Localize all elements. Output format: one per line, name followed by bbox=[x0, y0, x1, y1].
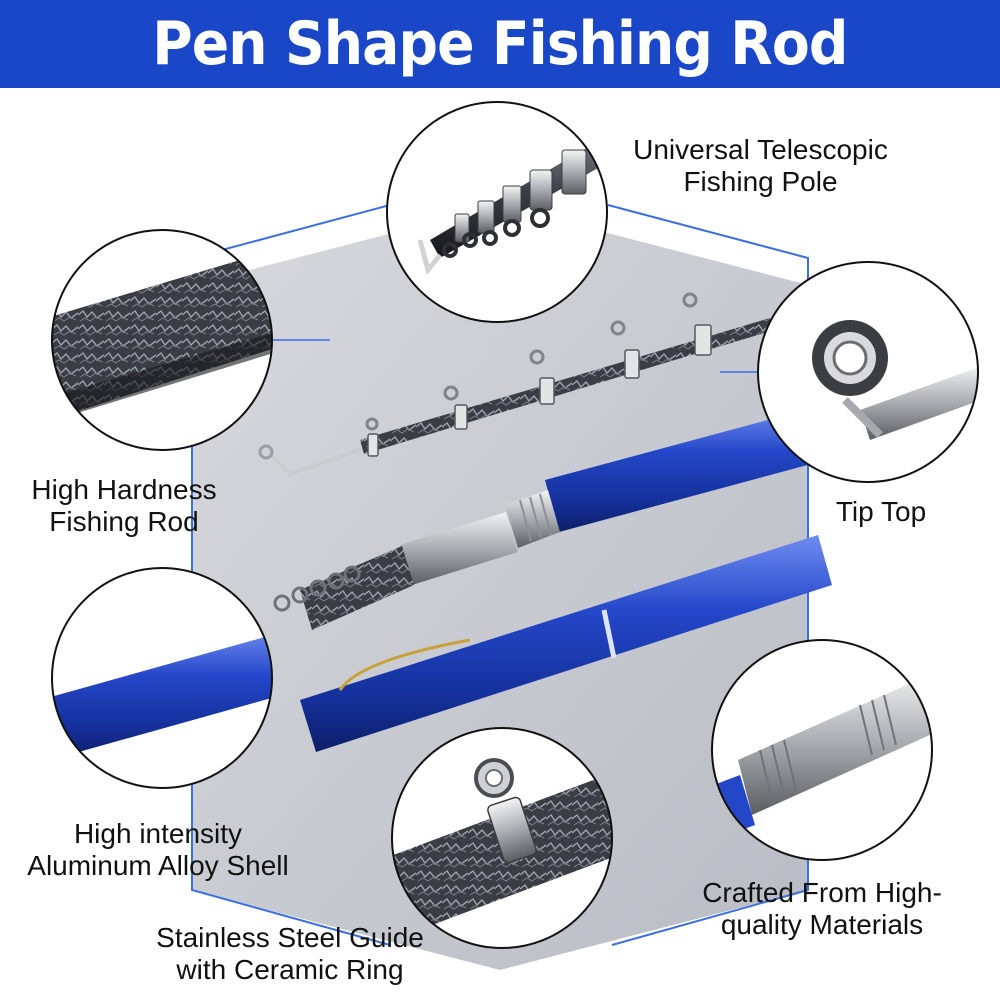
detail-circle-materials bbox=[712, 640, 932, 860]
page-title: Pen Shape Fishing Rod bbox=[152, 9, 848, 79]
feature-label-telescopic: Universal Telescopic Fishing Pole bbox=[633, 134, 888, 197]
feature-label-tip-top: Tip Top bbox=[835, 496, 927, 527]
detail-circle-aluminum bbox=[52, 568, 272, 788]
feature-label-materials: Crafted From High- quality Materials bbox=[702, 877, 942, 940]
detail-circle-telescopic bbox=[387, 102, 607, 322]
feature-label-hardness: High Hardness Fishing Rod bbox=[31, 474, 217, 537]
title-banner: Pen Shape Fishing Rod bbox=[0, 0, 1000, 88]
detail-circle-guide bbox=[392, 728, 612, 948]
hexagon-outline-bottom-right bbox=[611, 860, 809, 946]
detail-circle-hardness bbox=[52, 230, 272, 450]
hexagon-outline-right bbox=[607, 204, 809, 640]
blue-pen-cap bbox=[273, 408, 826, 630]
feature-label-aluminum: High intensity Aluminum Alloy Shell bbox=[27, 818, 289, 881]
blue-pen-body bbox=[300, 535, 832, 752]
feature-label-guide: Stainless Steel Guide with Ceramic Ring bbox=[156, 922, 424, 985]
detail-circle-tip-top bbox=[758, 262, 978, 482]
hexagon-backdrop bbox=[192, 205, 808, 970]
extended-rod bbox=[258, 292, 774, 477]
